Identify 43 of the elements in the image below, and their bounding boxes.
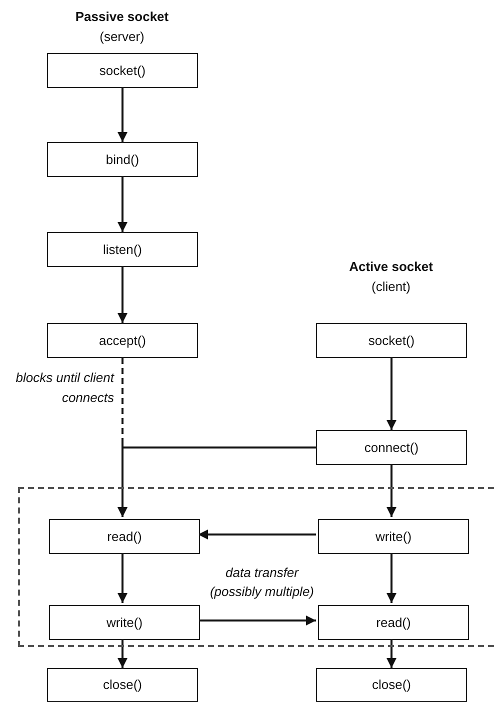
arrow [118, 638, 128, 668]
function-box [47, 232, 198, 267]
arrow [118, 552, 128, 603]
function-name: bind() [106, 150, 140, 169]
column-heading: Passive socket [74, 8, 170, 26]
function-box [316, 323, 467, 358]
function-name: socket() [368, 332, 415, 350]
column-subheading: (client) [370, 278, 412, 296]
function-box [318, 519, 469, 554]
function-box [49, 519, 200, 554]
function-box [316, 668, 467, 702]
function-name: read() [107, 528, 142, 546]
arrow [386, 638, 396, 668]
function-name: connect() [364, 438, 419, 457]
function-name: close() [102, 676, 142, 694]
arrow [118, 446, 316, 517]
function-name: write() [375, 528, 412, 546]
arrow [386, 465, 396, 517]
column-heading: Active socket [348, 258, 434, 276]
function-box [316, 430, 467, 465]
function-box [47, 323, 198, 358]
arrow [118, 177, 128, 232]
column-subheading: (server) [98, 28, 146, 46]
function-name: socket() [99, 62, 146, 80]
note: blocks until client connects [14, 369, 114, 407]
arrow [386, 358, 396, 430]
function-name: close() [372, 676, 411, 694]
function-box [47, 53, 198, 88]
function-box [318, 605, 469, 640]
function-box [49, 605, 200, 640]
function-name: accept() [99, 332, 146, 350]
dashed-group-box [18, 487, 494, 647]
function-box [47, 668, 198, 702]
arrow [198, 530, 316, 540]
arrow [118, 267, 128, 323]
function-box [47, 142, 198, 177]
arrow [386, 552, 396, 603]
arrow [198, 616, 316, 626]
note: data transfer (possibly multiple) [208, 564, 316, 601]
function-name: read() [376, 614, 411, 632]
function-name: listen() [102, 240, 142, 259]
arrow [118, 88, 128, 142]
function-name: write() [106, 614, 143, 632]
